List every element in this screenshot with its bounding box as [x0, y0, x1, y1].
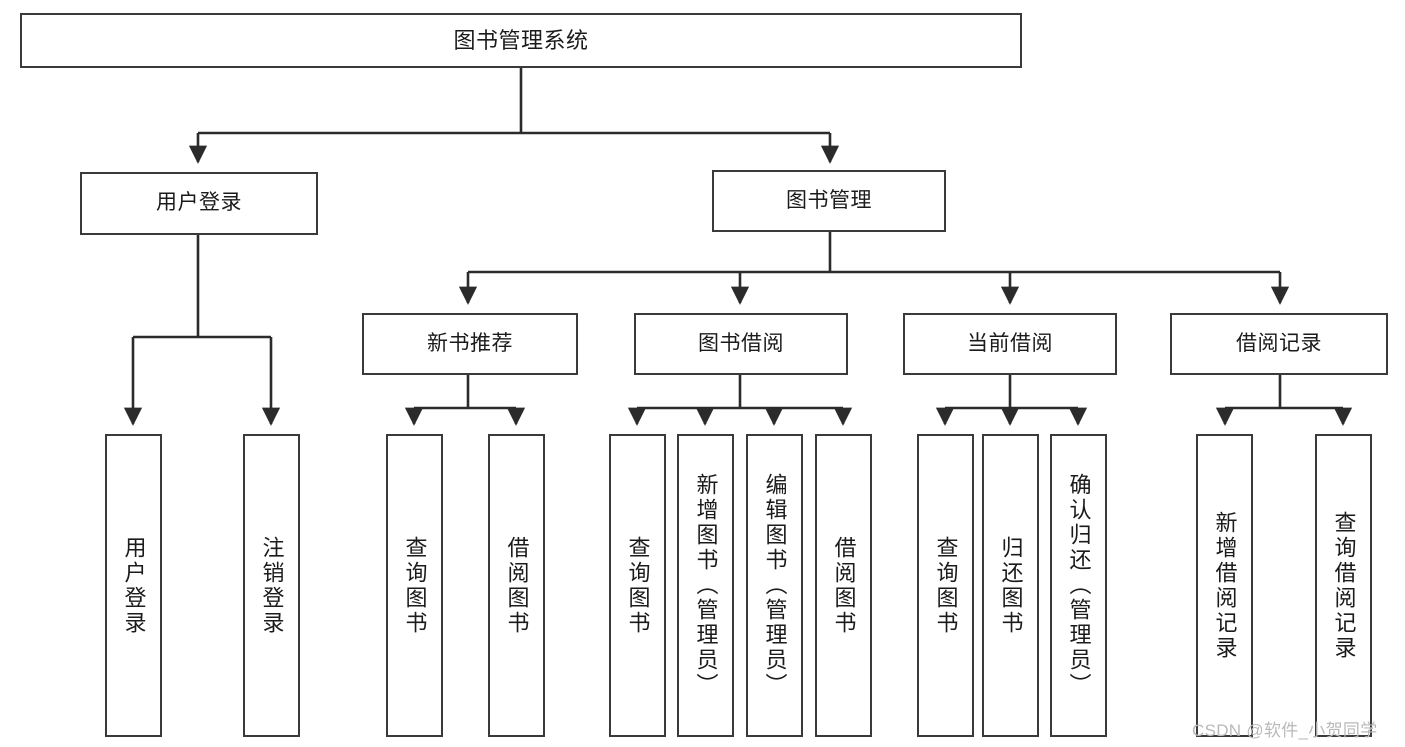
node-label: 查询借阅记录 — [1331, 510, 1357, 661]
node-label: 当前借阅 — [967, 331, 1053, 355]
leaf-query-borrow-record[interactable]: 查询借阅记录 — [1315, 434, 1372, 737]
node-label: 查询图书 — [933, 535, 959, 636]
node-label: 查询图书 — [625, 535, 651, 636]
leaf-borrow-book[interactable]: 借阅图书 — [815, 434, 872, 737]
node-label: 借阅记录 — [1236, 331, 1322, 355]
leaf-add-book[interactable]: 新增图书（管理员） — [677, 434, 734, 737]
node-label: 图书管理 — [786, 188, 872, 212]
leaf-user-logout[interactable]: 注销登录 — [243, 434, 300, 737]
node-borrow-record[interactable]: 借阅记录 — [1170, 313, 1388, 375]
node-label: 查询图书 — [402, 535, 428, 636]
node-label: 注销登录 — [259, 535, 285, 636]
node-label: 新书推荐 — [427, 331, 513, 355]
node-label: 图书管理系统 — [453, 27, 589, 53]
leaf-user-login[interactable]: 用户登录 — [105, 434, 162, 737]
node-user-login[interactable]: 用户登录 — [80, 172, 318, 235]
node-book-borrow[interactable]: 图书借阅 — [634, 313, 848, 375]
leaf-query-book-borrow[interactable]: 查询图书 — [609, 434, 666, 737]
node-book-management[interactable]: 图书管理 — [712, 170, 946, 232]
node-label: 归还图书 — [998, 535, 1024, 636]
node-label: 用户登录 — [121, 535, 147, 636]
leaf-confirm-return[interactable]: 确认归还（管理员） — [1050, 434, 1107, 737]
node-label: 新增借阅记录 — [1212, 510, 1238, 661]
node-label: 确认归还（管理员） — [1066, 473, 1092, 698]
node-label: 新增图书（管理员） — [693, 473, 719, 698]
leaf-add-borrow-record[interactable]: 新增借阅记录 — [1196, 434, 1253, 737]
node-label: 借阅图书 — [504, 535, 530, 636]
leaf-query-book-recommend[interactable]: 查询图书 — [386, 434, 443, 737]
node-label: 用户登录 — [156, 191, 242, 215]
leaf-edit-book[interactable]: 编辑图书（管理员） — [746, 434, 803, 737]
node-root-system[interactable]: 图书管理系统 — [20, 13, 1022, 68]
csdn-watermark: CSDN @软件_小贺同学 — [1192, 721, 1378, 740]
node-label: 图书借阅 — [698, 331, 784, 355]
leaf-borrow-book-recommend[interactable]: 借阅图书 — [488, 434, 545, 737]
node-label: 编辑图书（管理员） — [762, 473, 788, 698]
node-current-borrow[interactable]: 当前借阅 — [903, 313, 1117, 375]
leaf-query-book-current[interactable]: 查询图书 — [917, 434, 974, 737]
node-label: 借阅图书 — [831, 535, 857, 636]
node-new-book-recommend[interactable]: 新书推荐 — [362, 313, 578, 375]
leaf-return-book[interactable]: 归还图书 — [982, 434, 1039, 737]
